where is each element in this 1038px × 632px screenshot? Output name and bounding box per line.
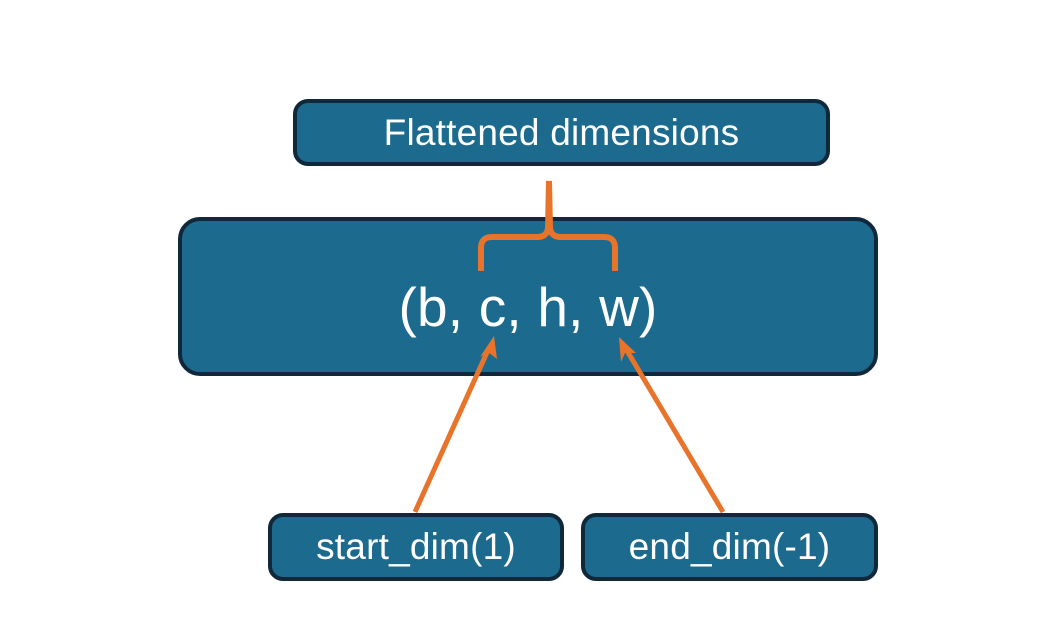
start-dim-arrow [412,336,497,514]
flattened-dimensions-label: Flattened dimensions [383,111,740,153]
end-dim-arrow [619,337,726,514]
end-dim-node: end_dim(-1) [581,513,878,581]
end-dim-label: end_dim(-1) [628,526,831,567]
tensor-shape-tuple-label: (b, c, h, w) [398,275,658,338]
flattened-dimensions-node: Flattened dimensions [293,99,830,166]
start-dim-node: start_dim(1) [268,513,564,581]
curly-brace-connector [478,180,618,271]
tensor-shape-tuple-node: (b, c, h, w) [178,217,878,376]
start-dim-label: start_dim(1) [316,526,516,567]
